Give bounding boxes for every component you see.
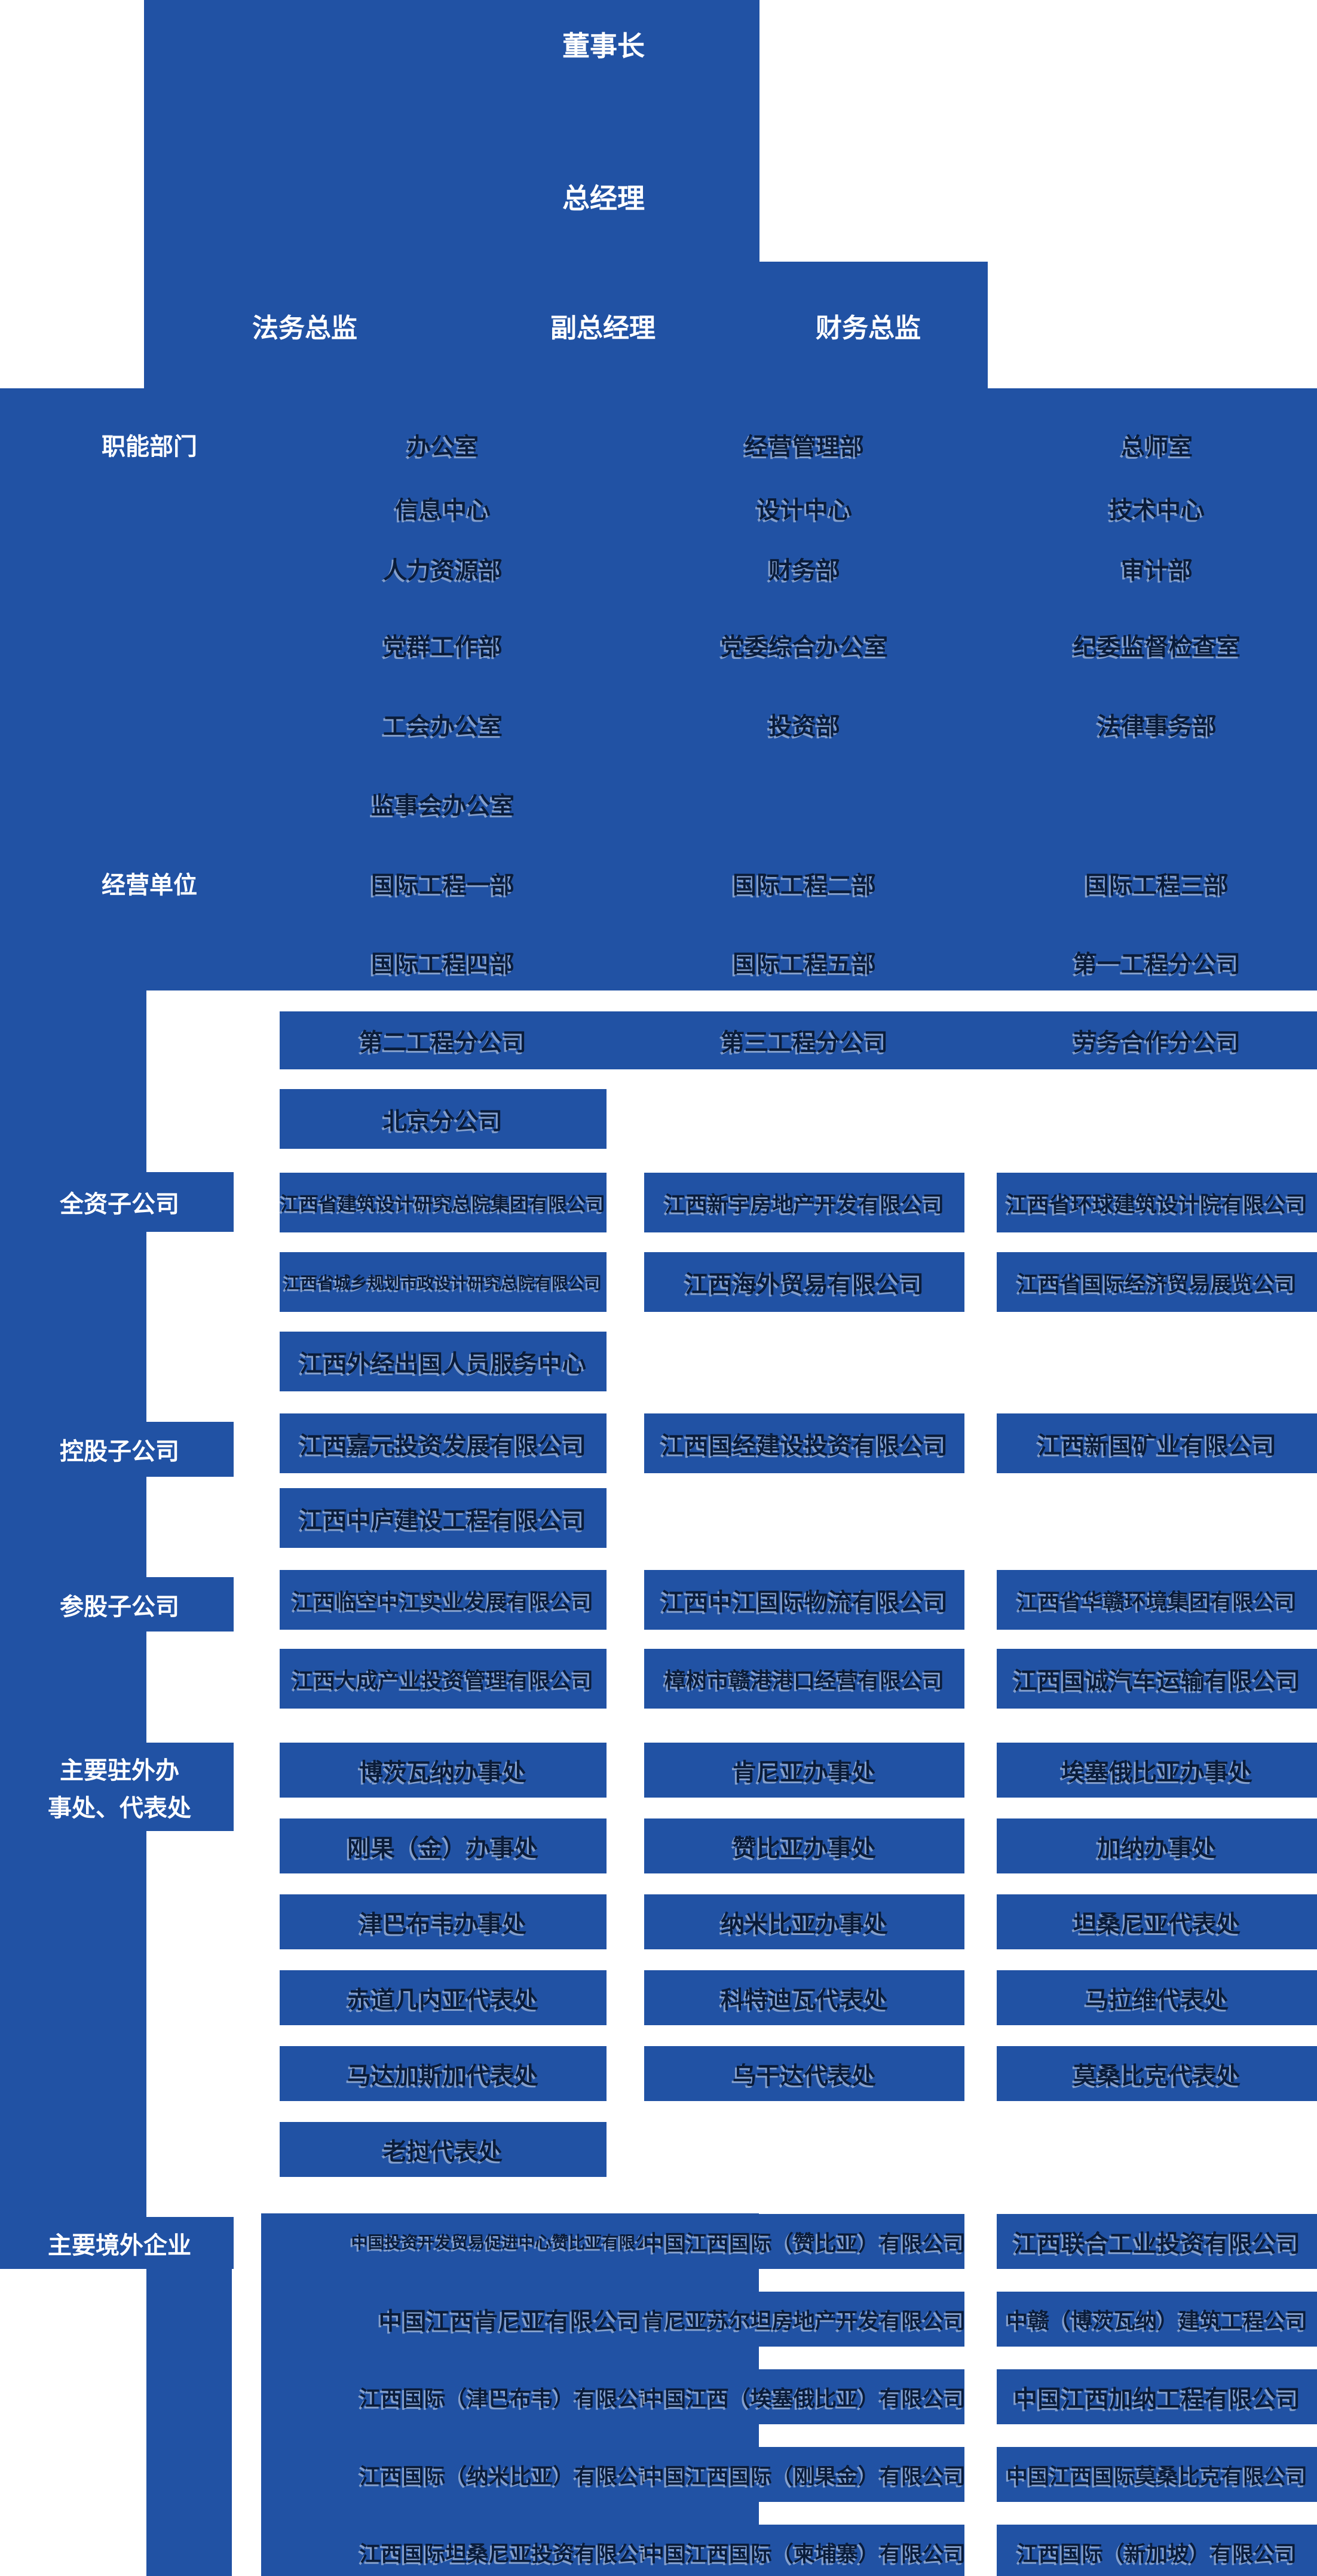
org-box	[280, 2122, 607, 2177]
org-box	[280, 1332, 607, 1391]
org-box	[997, 1649, 1317, 1709]
org-box	[997, 1818, 1317, 1873]
org-box	[280, 1488, 607, 1548]
org-box	[644, 2292, 964, 2347]
main-band	[0, 388, 1317, 990]
org-box	[644, 1252, 964, 1312]
beijing-branch-box	[280, 1089, 607, 1149]
org-box	[644, 1894, 964, 1949]
org-box	[644, 1970, 964, 2025]
org-box	[997, 1743, 1317, 1798]
left-rail-strip	[146, 2269, 232, 2576]
org-box	[997, 2447, 1317, 2502]
org-box	[280, 1570, 607, 1630]
org-box	[997, 1252, 1317, 1312]
org-box	[997, 1894, 1317, 1949]
section-label-band	[0, 1743, 234, 1831]
org-box	[997, 1970, 1317, 2025]
branch-band	[280, 1011, 1317, 1069]
org-box	[644, 2447, 964, 2502]
org-box	[644, 2369, 964, 2424]
org-box	[280, 1649, 607, 1709]
org-box	[997, 2369, 1317, 2424]
org-box	[644, 1649, 964, 1709]
org-box	[280, 1743, 607, 1798]
org-box	[644, 1570, 964, 1630]
org-box	[644, 2214, 964, 2269]
org-box	[644, 1413, 964, 1473]
org-box	[997, 2046, 1317, 2101]
section-label-band	[0, 1577, 234, 1632]
org-box	[997, 2525, 1317, 2576]
org-box	[997, 1570, 1317, 1630]
org-box	[997, 1413, 1317, 1473]
org-box	[280, 1818, 607, 1873]
org-box	[644, 1173, 964, 1232]
section-label-band	[0, 1172, 234, 1232]
org-box	[280, 1173, 607, 1232]
directors-band	[144, 262, 988, 388]
org-box	[280, 1252, 607, 1312]
org-box	[997, 2214, 1317, 2269]
org-box	[644, 2525, 964, 2576]
section-label-band	[0, 2217, 234, 2269]
org-box	[997, 1173, 1317, 1232]
org-box	[280, 1894, 607, 1949]
org-box	[644, 1743, 964, 1798]
org-box	[997, 2292, 1317, 2347]
top-block	[144, 0, 759, 262]
org-box	[280, 2046, 607, 2101]
org-box	[280, 1970, 607, 2025]
org-box	[644, 2046, 964, 2101]
org-box	[280, 1413, 607, 1473]
org-box	[644, 1818, 964, 1873]
section-label-band	[0, 1422, 234, 1477]
